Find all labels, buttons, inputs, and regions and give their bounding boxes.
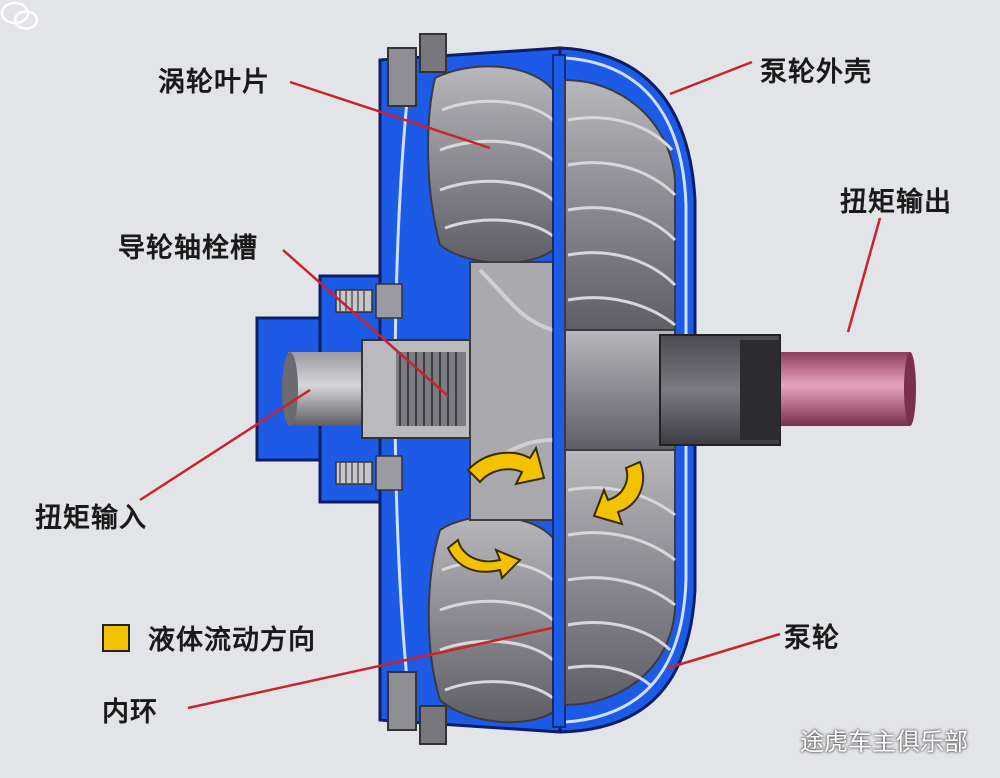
- leader-pump-impeller: [667, 632, 781, 670]
- label-inner-ring: 内环: [102, 697, 158, 728]
- legend-swatch: [102, 624, 130, 652]
- leader-turbine-blade: [289, 80, 491, 150]
- label-pump-housing: 泵轮外壳: [760, 57, 872, 88]
- leader-lines: [139, 60, 882, 710]
- watermark-text: 途虎车主俱乐部: [800, 728, 968, 756]
- label-turbine-blade: 涡轮叶片: [158, 67, 270, 98]
- pump-blades: [564, 78, 677, 707]
- fluid-flow-arrows: [446, 445, 644, 580]
- top-bolt: [387, 33, 447, 107]
- label-pump-impeller: 泵轮: [784, 623, 840, 654]
- legend-label: 液体流动方向: [148, 625, 316, 656]
- chat-bubbles-icon: [0, 1, 39, 30]
- stator-spline-hub: [361, 339, 473, 439]
- turbine-blades: [427, 65, 554, 724]
- leader-pump-housing: [669, 60, 753, 96]
- stator-core: [469, 261, 554, 521]
- label-torque-input: 扭矩输入: [35, 503, 147, 534]
- bottom-bolt: [387, 671, 447, 745]
- output-hub: [564, 329, 781, 451]
- output-shaft: [770, 352, 910, 426]
- spline-bolt-lower: [335, 455, 403, 491]
- label-torque-output: 扭矩输出: [840, 187, 952, 218]
- leader-torque-output: [846, 217, 882, 333]
- label-stator-spline: 导轮轴栓槽: [118, 233, 258, 264]
- leader-stator-spline: [282, 249, 449, 397]
- center-divider: [552, 54, 566, 728]
- leader-inner-ring: [187, 626, 553, 710]
- leader-torque-input: [139, 388, 311, 502]
